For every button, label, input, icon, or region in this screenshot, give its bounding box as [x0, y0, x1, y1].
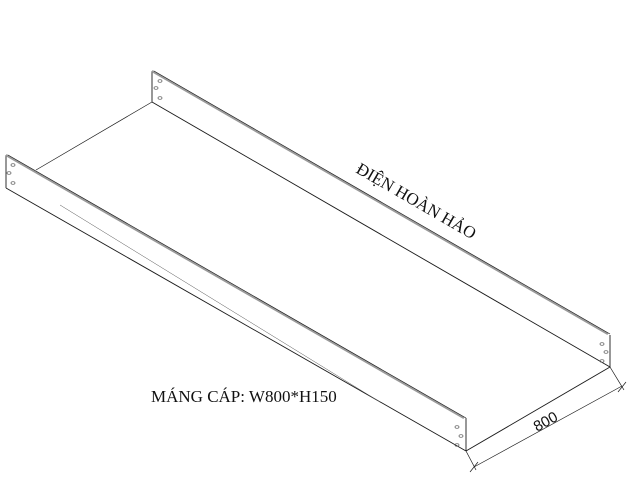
mounting-holes [6, 79, 609, 447]
hole-icon [603, 350, 609, 354]
hole-icon [6, 171, 12, 175]
caption-label: MÁNG CÁP: W800*H150 [151, 387, 337, 406]
tray-floor [35, 101, 611, 452]
hole-icon [10, 163, 16, 167]
front-side-wall [5, 153, 467, 452]
back-side-wall [151, 69, 611, 368]
hole-icon [458, 434, 464, 438]
width-dimension-line [465, 366, 627, 473]
hole-icon [599, 359, 605, 363]
hole-icon [454, 425, 460, 429]
hole-icon [10, 181, 16, 185]
hole-icon [157, 96, 163, 100]
dimension-label: 800 [531, 408, 561, 435]
brand-label: ĐIỆN HOÀN HẢO [353, 159, 479, 243]
hole-icon [157, 79, 163, 83]
cable-tray-geometry [5, 69, 627, 473]
hole-icon [454, 443, 460, 447]
hole-icon [599, 342, 605, 346]
hole-icon [153, 86, 159, 90]
